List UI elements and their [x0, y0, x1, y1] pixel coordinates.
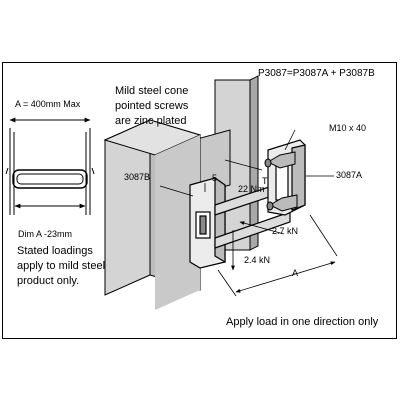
vertical-load-label: 2.4 kN: [244, 255, 271, 265]
loadings-note-line-2: apply to mild steel: [17, 260, 106, 272]
part-3087a-label: 3087A: [336, 170, 363, 180]
i-beam: [103, 75, 259, 310]
loadings-note-line-3: product only.: [17, 275, 80, 287]
leader-lines: [159, 129, 338, 297]
part-formula: P3087=P3087A + P3087B: [258, 68, 375, 79]
torque-t-label: T: [262, 176, 268, 186]
torque-label: 22 Nm: [238, 184, 265, 194]
bolt-label: M10 x 40: [329, 123, 367, 133]
cone-screws: [264, 151, 298, 212]
loadings-note-line-1: Stated loadings: [17, 245, 93, 257]
gap-label: 5: [212, 173, 218, 183]
dim-a-label: A: [292, 268, 299, 278]
horizontal-load-label: 2.7 kN: [272, 226, 299, 236]
cone-note-line-3: are zinc plated: [115, 115, 187, 127]
cone-note-line-2: pointed screws: [115, 100, 189, 112]
beam-section-sketch: [5, 117, 95, 215]
dim-a-max-label: A = 400mm Max: [15, 99, 81, 109]
dim-a-minus-label: Dim A -23mm: [18, 229, 73, 239]
cone-note-line-1: Mild steel cone: [115, 85, 189, 97]
apply-load-note: Apply load in one direction only: [226, 316, 379, 328]
clamp-plate-3087b: [189, 176, 226, 269]
part-3087b-label: 3087B: [124, 172, 151, 182]
